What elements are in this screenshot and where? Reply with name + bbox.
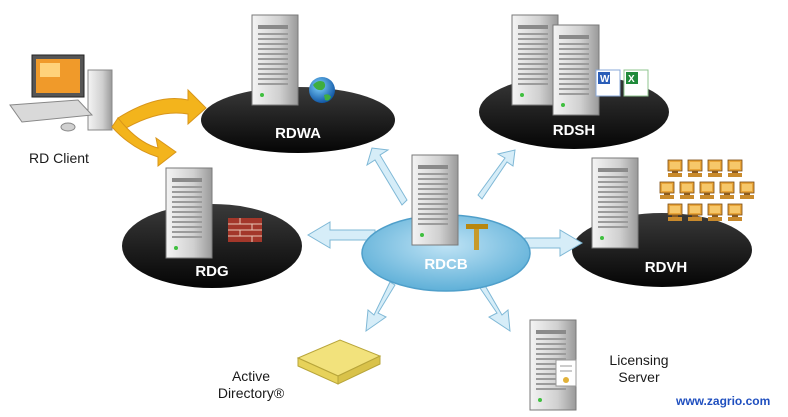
licensing-server-label-line1: Licensing bbox=[609, 352, 669, 368]
rdcb-label: RDCB bbox=[424, 256, 468, 273]
rdg-server-icon bbox=[165, 167, 213, 259]
excel-document-icon: X bbox=[623, 69, 649, 97]
rdwa-disc bbox=[201, 87, 395, 153]
active-directory-label: Active Directory® bbox=[196, 368, 306, 402]
svg-text:X: X bbox=[628, 74, 635, 85]
rdwa-label: RDWA bbox=[275, 125, 321, 142]
rdsh-server-icon-front bbox=[552, 24, 600, 116]
certificate-icon bbox=[555, 359, 577, 387]
word-document-icon: W bbox=[595, 69, 621, 97]
globe-icon bbox=[309, 77, 335, 103]
rd-client-arrows bbox=[111, 88, 207, 168]
rdvh-server-icon bbox=[591, 157, 639, 249]
licensing-server-label: Licensing Server bbox=[594, 352, 684, 386]
watermark: www.zagrio.com bbox=[676, 394, 771, 408]
arrow-to-rdg bbox=[307, 221, 376, 249]
svg-text:W: W bbox=[600, 74, 610, 85]
rd-client-label: RD Client bbox=[29, 150, 89, 166]
arrow-client-to-rdg bbox=[111, 117, 177, 168]
rdcb-spoke-arrows bbox=[307, 147, 583, 333]
rdsh-server-icon-back bbox=[511, 14, 559, 106]
licensing-server-label-line2: Server bbox=[618, 369, 660, 385]
rd-client-computer-icon bbox=[9, 54, 113, 132]
arrow-to-rdvh bbox=[524, 229, 583, 257]
rdg-label: RDG bbox=[195, 263, 229, 280]
arrow-client-to-rdwa bbox=[117, 88, 207, 129]
active-directory-label-line2: Directory® bbox=[217, 385, 285, 401]
active-directory-label-line1: Active bbox=[231, 368, 271, 384]
arrow-to-active-directory bbox=[365, 281, 396, 333]
arrow-to-licensing-server bbox=[477, 281, 511, 332]
firewall-brick-icon bbox=[228, 218, 262, 242]
virtual-desktops-icon bbox=[659, 159, 755, 222]
rdwa-server-icon bbox=[251, 14, 299, 106]
arrow-to-rdsh bbox=[477, 149, 516, 200]
rdvh-label: RDVH bbox=[644, 259, 688, 276]
rdsh-label: RDSH bbox=[552, 122, 596, 139]
rdcb-server-icon bbox=[411, 154, 459, 246]
arrow-to-rdwa bbox=[366, 147, 408, 206]
active-directory-book-icon bbox=[296, 339, 382, 385]
tools-icon bbox=[466, 224, 488, 250]
